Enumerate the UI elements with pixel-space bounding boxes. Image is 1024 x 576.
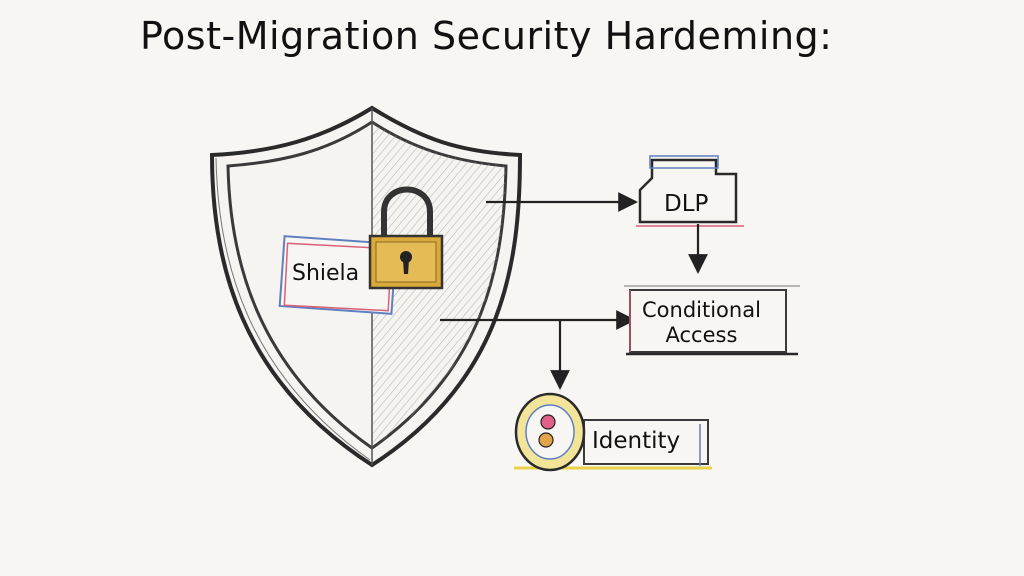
conditional-access-label: Conditional Access xyxy=(642,298,761,348)
conditional-access-box xyxy=(624,285,800,356)
conditional-access-line-1: Conditional xyxy=(642,298,761,322)
shield-label: Shiela xyxy=(292,261,360,286)
dlp-label: DLP xyxy=(664,191,709,217)
dlp-box xyxy=(636,155,744,227)
page-title: Post-Migration Security Hardeming: xyxy=(140,14,833,58)
identity-icon xyxy=(514,392,586,472)
conditional-access-line-2: Access xyxy=(665,323,738,347)
shield-label-box xyxy=(278,235,398,315)
identity-label: Identity xyxy=(592,428,681,454)
lock-icon xyxy=(368,186,444,290)
